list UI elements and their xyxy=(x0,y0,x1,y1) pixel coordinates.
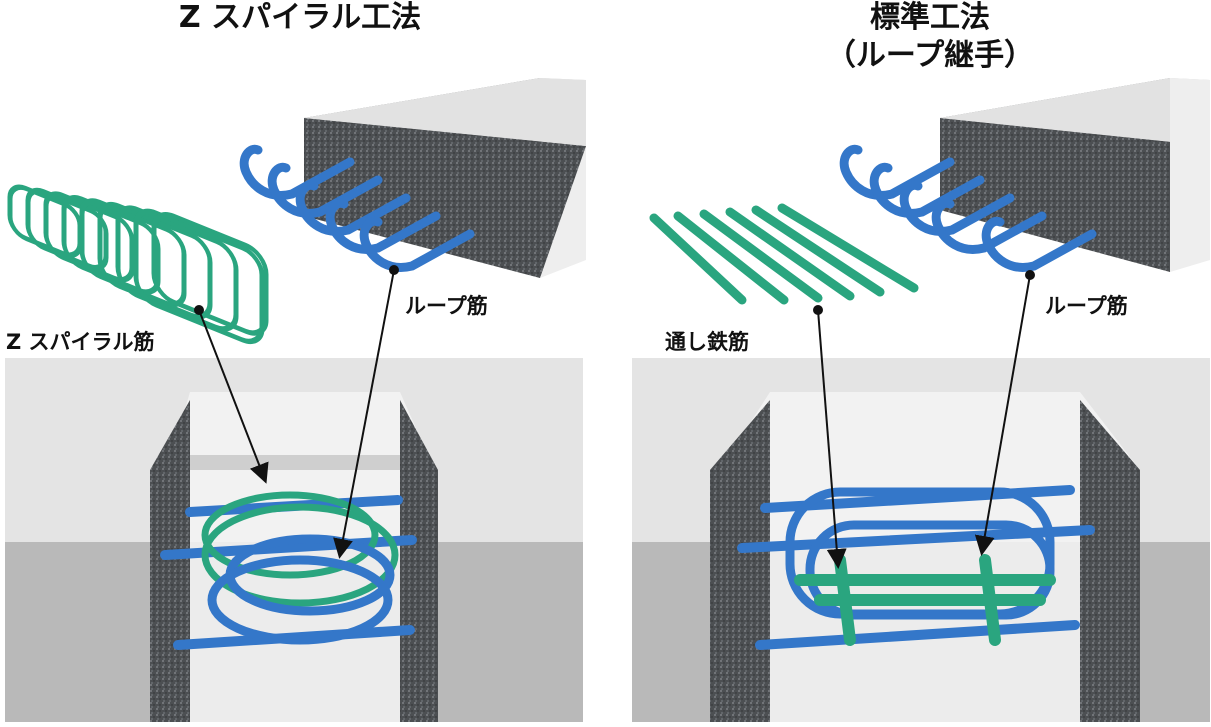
left-panel-title: Z スパイラル工法 xyxy=(178,0,422,35)
assembled-rebar-left xyxy=(160,491,417,650)
label-straight-rebar: 通し鉄筋 xyxy=(665,330,749,354)
label-loop-rebar-left: ループ筋 xyxy=(405,294,488,318)
leader-lines-left xyxy=(194,265,399,559)
precast-slab-icon xyxy=(304,78,586,278)
straight-rebar-icon xyxy=(649,203,919,305)
joint-trench-icon xyxy=(632,358,1210,722)
right-panel-title-line1: 標準工法 xyxy=(870,0,990,35)
z-spiral-rebar-icon xyxy=(7,184,269,345)
label-loop-rebar-right: ループ筋 xyxy=(1045,294,1128,318)
right-panel-artwork xyxy=(632,78,1210,722)
assembled-rebar-right xyxy=(737,485,1095,650)
precast-slab-icon xyxy=(940,78,1210,272)
leader-lines-right xyxy=(813,270,1035,569)
right-panel-title-line2: （ループ継手） xyxy=(825,38,1035,73)
left-panel-artwork xyxy=(5,78,586,722)
label-z-spiral-rebar: Z スパイラル筋 xyxy=(6,330,155,354)
